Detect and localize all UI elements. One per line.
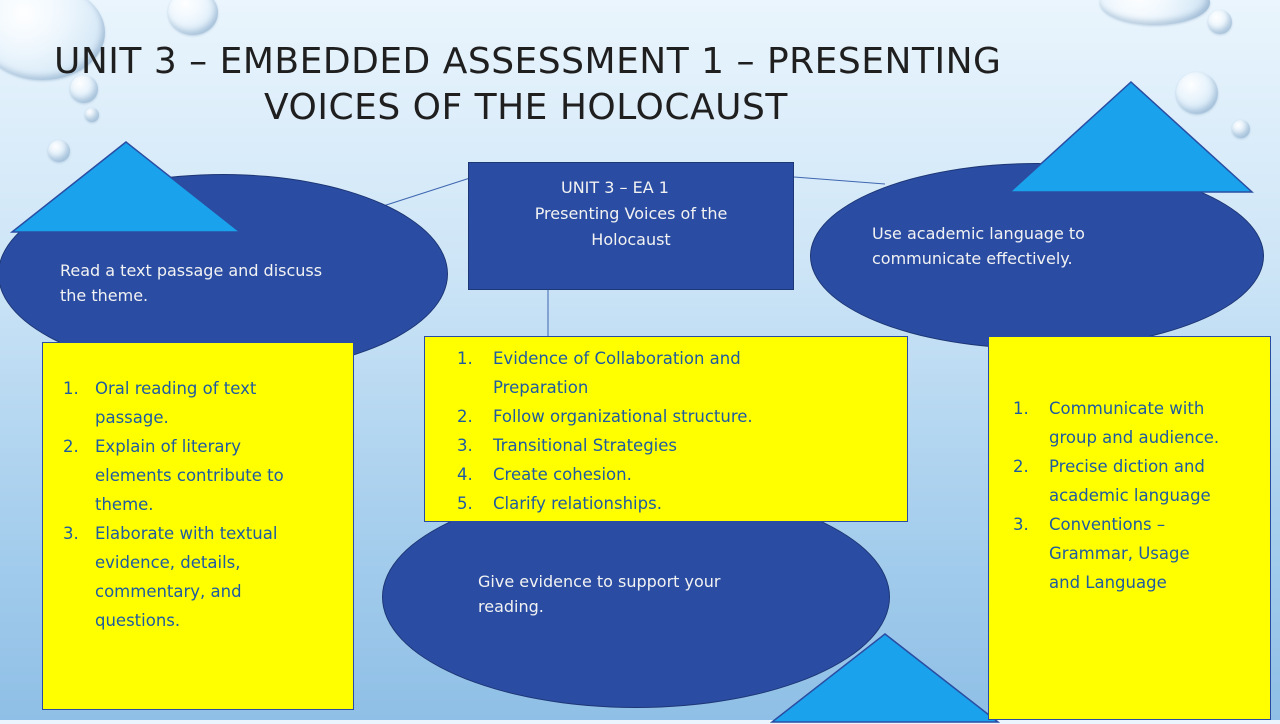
list-line: questions. [95, 611, 181, 630]
title-line-2: Voices of the Holocaust [264, 87, 788, 128]
list-number: 1. [457, 349, 473, 368]
list-item: 1. Evidence of Collaboration and Prepara… [425, 344, 907, 402]
right-criteria-box: 1. Communicate with group and audience. … [988, 336, 1271, 720]
bubble-decoration [1232, 120, 1250, 138]
list-line: Create cohesion. [493, 465, 632, 484]
left-ellipse-line: Read a text passage and discuss [60, 261, 323, 280]
list-item: 1. Communicate with group and audience. [989, 394, 1270, 452]
bottom-ellipse-line: reading. [478, 597, 544, 616]
list-number: 2. [1013, 457, 1029, 476]
list-item: 5. Clarify relationships. [425, 489, 907, 518]
bottom-ellipse [382, 486, 890, 708]
list-item: 3. Transitional Strategies [425, 431, 907, 460]
list-number: 5. [457, 494, 473, 513]
list-line: Follow organizational structure. [493, 407, 753, 426]
list-number: 3. [1013, 515, 1029, 534]
connector-right [793, 176, 886, 185]
list-line: Clarify relationships. [493, 494, 662, 513]
list-item: 2. Precise diction and academic language [989, 452, 1270, 510]
list-number: 2. [457, 407, 473, 426]
list-line: and Language [1049, 573, 1167, 592]
title-line-1: Unit 3 – Embedded Assessment 1 – Present… [54, 41, 1002, 82]
list-line: academic language [1049, 486, 1211, 505]
connector-left [379, 177, 471, 208]
list-number: 2. [63, 437, 79, 456]
right-ellipse-line: Use academic language to [872, 224, 1085, 243]
list-number: 4. [457, 465, 473, 484]
list-number: 1. [63, 379, 79, 398]
list-line: elements contribute to [95, 466, 284, 485]
bottom-ellipse-text: Give evidence to support your reading. [478, 569, 721, 619]
list-number: 3. [63, 524, 79, 543]
list-line: theme. [95, 495, 154, 514]
list-item: 2. Explain of literary elements contribu… [43, 432, 353, 519]
bubble-decoration [1176, 72, 1218, 114]
center-criteria-box: 1. Evidence of Collaboration and Prepara… [424, 336, 908, 522]
list-line: commentary, and [95, 582, 242, 601]
list-number: 3. [457, 436, 473, 455]
center-line: Presenting Voices of the [534, 204, 728, 223]
list-line: passage. [95, 408, 169, 427]
list-number: 1. [1013, 399, 1029, 418]
center-topic-box: UNIT 3 – EA 1 Presenting Voices of the H… [468, 162, 794, 290]
bubble-decoration [85, 108, 99, 122]
list-item: 3. Conventions – Grammar, Usage and Lang… [989, 510, 1270, 597]
list-item: 4. Create cohesion. [425, 460, 907, 489]
triangle-shape [770, 633, 1000, 723]
right-ellipse-text: Use academic language to communicate eff… [872, 221, 1085, 271]
left-criteria-box: 1. Oral reading of text passage. 2. Expl… [42, 342, 354, 710]
list-line: evidence, details, [95, 553, 241, 572]
left-ellipse-text: Read a text passage and discuss the them… [60, 258, 322, 308]
list-item: 2. Follow organizational structure. [425, 402, 907, 431]
list-item: 3. Elaborate with textual evidence, deta… [43, 519, 353, 635]
list-item: 1. Oral reading of text passage. [43, 374, 353, 432]
list-line: Elaborate with textual [95, 524, 278, 543]
list-line: Conventions – [1049, 515, 1166, 534]
list-line: Precise diction and [1049, 457, 1205, 476]
list-line: Explain of literary [95, 437, 242, 456]
bubble-decoration [168, 0, 218, 35]
center-line: Holocaust [591, 230, 671, 249]
bottom-ellipse-line: Give evidence to support your [478, 572, 721, 591]
triangle-shape [9, 141, 243, 233]
left-ellipse-line: the theme. [60, 286, 149, 305]
list-line: group and audience. [1049, 428, 1220, 447]
list-line: Evidence of Collaboration and [493, 349, 741, 368]
list-line: Transitional Strategies [493, 436, 677, 455]
list-line: Grammar, Usage [1049, 544, 1190, 563]
list-line: Oral reading of text [95, 379, 257, 398]
bubble-decoration [1208, 10, 1232, 34]
list-line: Preparation [493, 378, 589, 397]
triangle-shape [1008, 80, 1254, 193]
list-line: Communicate with [1049, 399, 1205, 418]
right-ellipse-line: communicate effectively. [872, 249, 1073, 268]
center-line: UNIT 3 – EA 1 [561, 178, 669, 197]
right-ellipse [810, 163, 1264, 349]
bubble-decoration [48, 140, 70, 162]
bubble-decoration [70, 75, 98, 103]
